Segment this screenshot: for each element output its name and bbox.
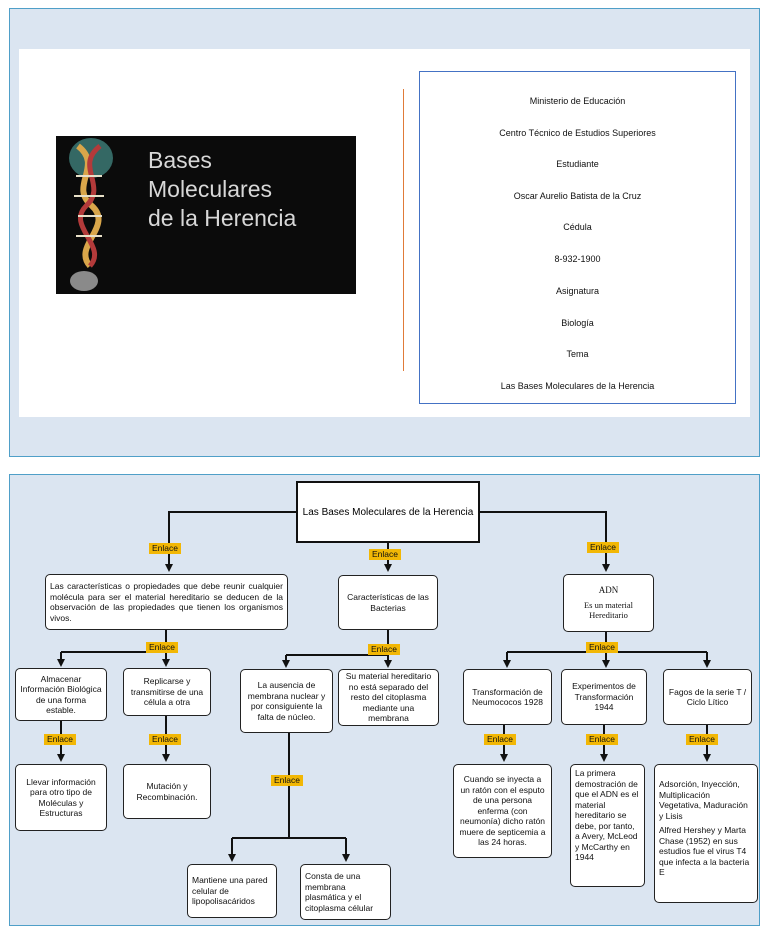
subject-label: Asignatura xyxy=(555,286,600,296)
link-label: Enlace xyxy=(44,734,76,745)
lytic-cycle-node: Adsorción, Inyección, Multiplicación Veg… xyxy=(654,764,758,903)
center-line: Centro Técnico de Estudios Superiores xyxy=(499,128,656,138)
topic-label: Tema xyxy=(566,349,589,359)
link-label: Enlace xyxy=(587,542,619,553)
replicate-node: Replicarse y transmitirse de una célula … xyxy=(123,668,211,716)
topic-name: Las Bases Moleculares de la Herencia xyxy=(500,381,655,391)
link-label: Enlace xyxy=(369,549,401,560)
adn-title: ADN xyxy=(598,585,619,596)
experiments-1944-node: Experimentos de Transformación 1944 xyxy=(561,669,647,725)
link-label: Enlace xyxy=(586,642,618,653)
general-characteristics-node: Las características o propiedades que de… xyxy=(45,574,288,630)
mutation-node: Mutación y Recombinación. xyxy=(123,764,211,819)
genetic-material-node: Su material hereditario no está separado… xyxy=(338,669,439,726)
mouse-injection-node: Cuando se inyecta a un ratón con el espu… xyxy=(453,764,552,858)
link-label: Enlace xyxy=(484,734,516,745)
store-info-node: Almacenar Información Biológica de una f… xyxy=(15,668,107,721)
first-demonstration-node: La primera demostración de que el ADN es… xyxy=(570,764,645,887)
divider xyxy=(403,89,404,371)
bacteria-node: Características de las Bacterias xyxy=(338,575,438,630)
ministry-line: Ministerio de Educación xyxy=(529,96,626,106)
plasma-membrane-node: Consta de una membrana plasmática y el c… xyxy=(300,864,391,920)
phages-node: Fagos de la serie T / Ciclo Lítico xyxy=(663,669,752,725)
hershey-chase: Alfred Hershey y Marta Chase (1952) en s… xyxy=(659,825,750,877)
id-number: 8-932-1900 xyxy=(554,254,601,264)
no-nucleus-node: La ausencia de membrana nuclear y por co… xyxy=(240,669,333,733)
logo-title: Bases Moleculares de la Herencia xyxy=(148,147,297,231)
link-label: Enlace xyxy=(149,543,181,554)
link-label: Enlace xyxy=(586,734,618,745)
link-label: Enlace xyxy=(271,775,303,786)
transformation-1928-node: Transformación de Neumococos 1928 xyxy=(463,669,552,725)
link-label: Enlace xyxy=(368,644,400,655)
student-name: Oscar Aurelio Batista de la Cruz xyxy=(513,191,642,201)
cover-page: Bases Moleculares de la Herencia Ministe… xyxy=(9,8,760,457)
link-label: Enlace xyxy=(149,734,181,745)
subject-name: Biología xyxy=(561,318,594,328)
lytic-steps: Adsorción, Inyección, Multiplicación Veg… xyxy=(659,779,748,821)
link-label: Enlace xyxy=(686,734,718,745)
info-box: Ministerio de Educación Centro Técnico d… xyxy=(419,71,736,404)
cell-wall-node: Mantiene una pared celular de lipopolisa… xyxy=(187,864,277,918)
title-image: Bases Moleculares de la Herencia xyxy=(56,136,356,294)
id-label: Cédula xyxy=(563,222,592,232)
student-label: Estudiante xyxy=(556,159,599,169)
carry-info-node: Llevar información para otro tipo de Mol… xyxy=(15,764,107,831)
adn-node: ADN Es un material Hereditario xyxy=(563,574,654,632)
adn-subtitle: Es un material Hereditario xyxy=(583,599,634,621)
root-node: Las Bases Moleculares de la Herencia xyxy=(296,481,480,543)
dna-helix-icon xyxy=(69,138,113,291)
cover-content: Bases Moleculares de la Herencia Ministe… xyxy=(19,49,750,417)
link-label: Enlace xyxy=(146,642,178,653)
